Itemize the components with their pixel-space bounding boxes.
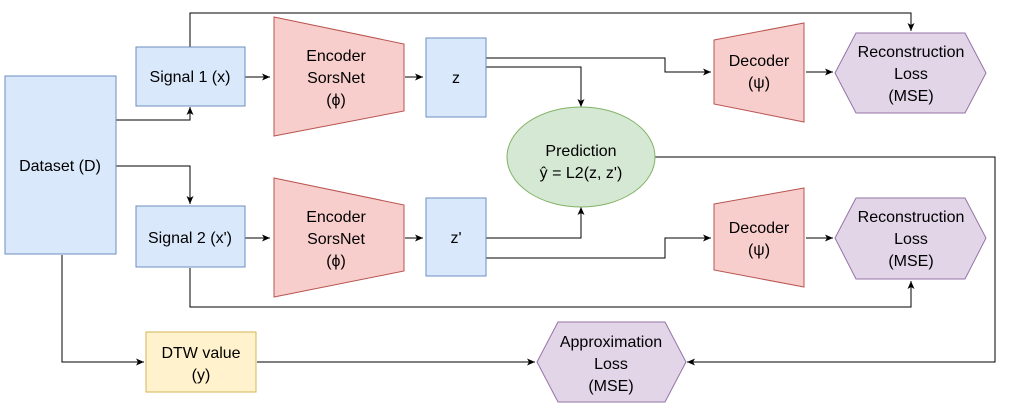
approx-loss-node: Approximation Loss (MSE) — [536, 321, 687, 403]
decoder1-label-line2: (ψ) — [748, 75, 770, 92]
edge-signal2-recon2 — [189, 268, 915, 308]
decoder1-label-line1: Decoder — [729, 53, 790, 70]
recon-loss1-label-line1: Reconstruction — [858, 44, 965, 61]
recon-loss2-label-line1: Reconstruction — [858, 209, 965, 226]
edge-signal1-recon1 — [189, 12, 915, 47]
prediction-ellipse — [506, 106, 656, 208]
recon-loss2-node: Reconstruction Loss (MSE) — [834, 197, 987, 280]
dtw-label-line2: (y) — [192, 367, 211, 384]
recon-loss2-hexagon — [834, 197, 987, 280]
edge-prediction-approx — [655, 156, 996, 366]
recon-loss1-hexagon — [834, 32, 987, 114]
signal2-node: Signal 2 (x') — [135, 205, 246, 268]
recon-loss1-label-line3: (MSE) — [888, 88, 933, 105]
edge-z-prime-decoder2 — [486, 234, 711, 259]
decoder1-trapezoid — [713, 22, 805, 123]
edge-dataset-dtw — [61, 255, 144, 366]
z-node: z — [425, 37, 487, 118]
approx-loss-label-line2: Loss — [594, 356, 628, 373]
dtw-box — [145, 331, 257, 393]
decoder2-trapezoid — [713, 187, 805, 288]
encoder1-node: Encoder SorsNet (ϕ) — [273, 16, 405, 137]
approx-loss-label-line1: Approximation — [560, 334, 662, 351]
dataset-node: Dataset (D) — [4, 75, 117, 255]
prediction-node: Prediction ŷ = L2(z, z') — [506, 106, 656, 208]
encoder2-label-line2: SorsNet — [307, 231, 365, 248]
z-label: z — [452, 70, 460, 87]
recon-loss1-node: Reconstruction Loss (MSE) — [834, 32, 987, 114]
prediction-label-line2: ŷ = L2(z, z') — [540, 165, 623, 182]
dataset-box — [4, 75, 117, 255]
encoder2-node: Encoder SorsNet (ϕ) — [273, 177, 405, 298]
encoder1-trapezoid — [273, 16, 405, 137]
signal1-box — [135, 46, 246, 107]
signal2-box — [135, 205, 246, 268]
decoder2-node: Decoder (ψ) — [713, 187, 805, 288]
decoder1-node: Decoder (ψ) — [713, 22, 805, 123]
dtw-label-line1: DTW value — [161, 345, 240, 362]
connectors — [61, 12, 996, 366]
approx-loss-label-line3: (MSE) — [588, 378, 633, 395]
signal2-label: Signal 2 (x') — [148, 230, 232, 247]
signal1-label: Signal 1 (x) — [150, 69, 231, 86]
encoder2-trapezoid — [273, 177, 405, 298]
encoder1-label-line2: SorsNet — [307, 70, 365, 87]
dtw-node: DTW value (y) — [145, 331, 257, 393]
signal1-node: Signal 1 (x) — [135, 46, 246, 107]
z-prime-node: z' — [425, 197, 487, 277]
recon-loss2-label-line2: Loss — [894, 231, 928, 248]
z-prime-box — [425, 197, 487, 277]
z-prime-label: z' — [450, 230, 461, 247]
recon-loss1-label-line2: Loss — [894, 66, 928, 83]
edge-z-prediction — [486, 66, 585, 107]
decoder2-label-line2: (ψ) — [748, 242, 770, 259]
edge-dataset-signal1 — [116, 107, 194, 121]
decoder2-label-line1: Decoder — [729, 220, 790, 237]
encoder1-label-line3: (ϕ) — [326, 92, 346, 109]
encoder1-label-line1: Encoder — [306, 48, 366, 65]
edge-dataset-signal2 — [116, 165, 194, 204]
z-box — [425, 37, 487, 118]
prediction-label-line1: Prediction — [545, 143, 616, 160]
recon-loss2-label-line3: (MSE) — [888, 253, 933, 270]
approx-loss-hexagon — [536, 321, 687, 403]
dataset-label: Dataset (D) — [19, 158, 101, 175]
encoder2-label-line1: Encoder — [306, 209, 366, 226]
edge-z-decoder1 — [486, 57, 711, 76]
edge-z-prime-prediction — [486, 207, 585, 239]
encoder2-label-line3: (ϕ) — [326, 253, 346, 270]
